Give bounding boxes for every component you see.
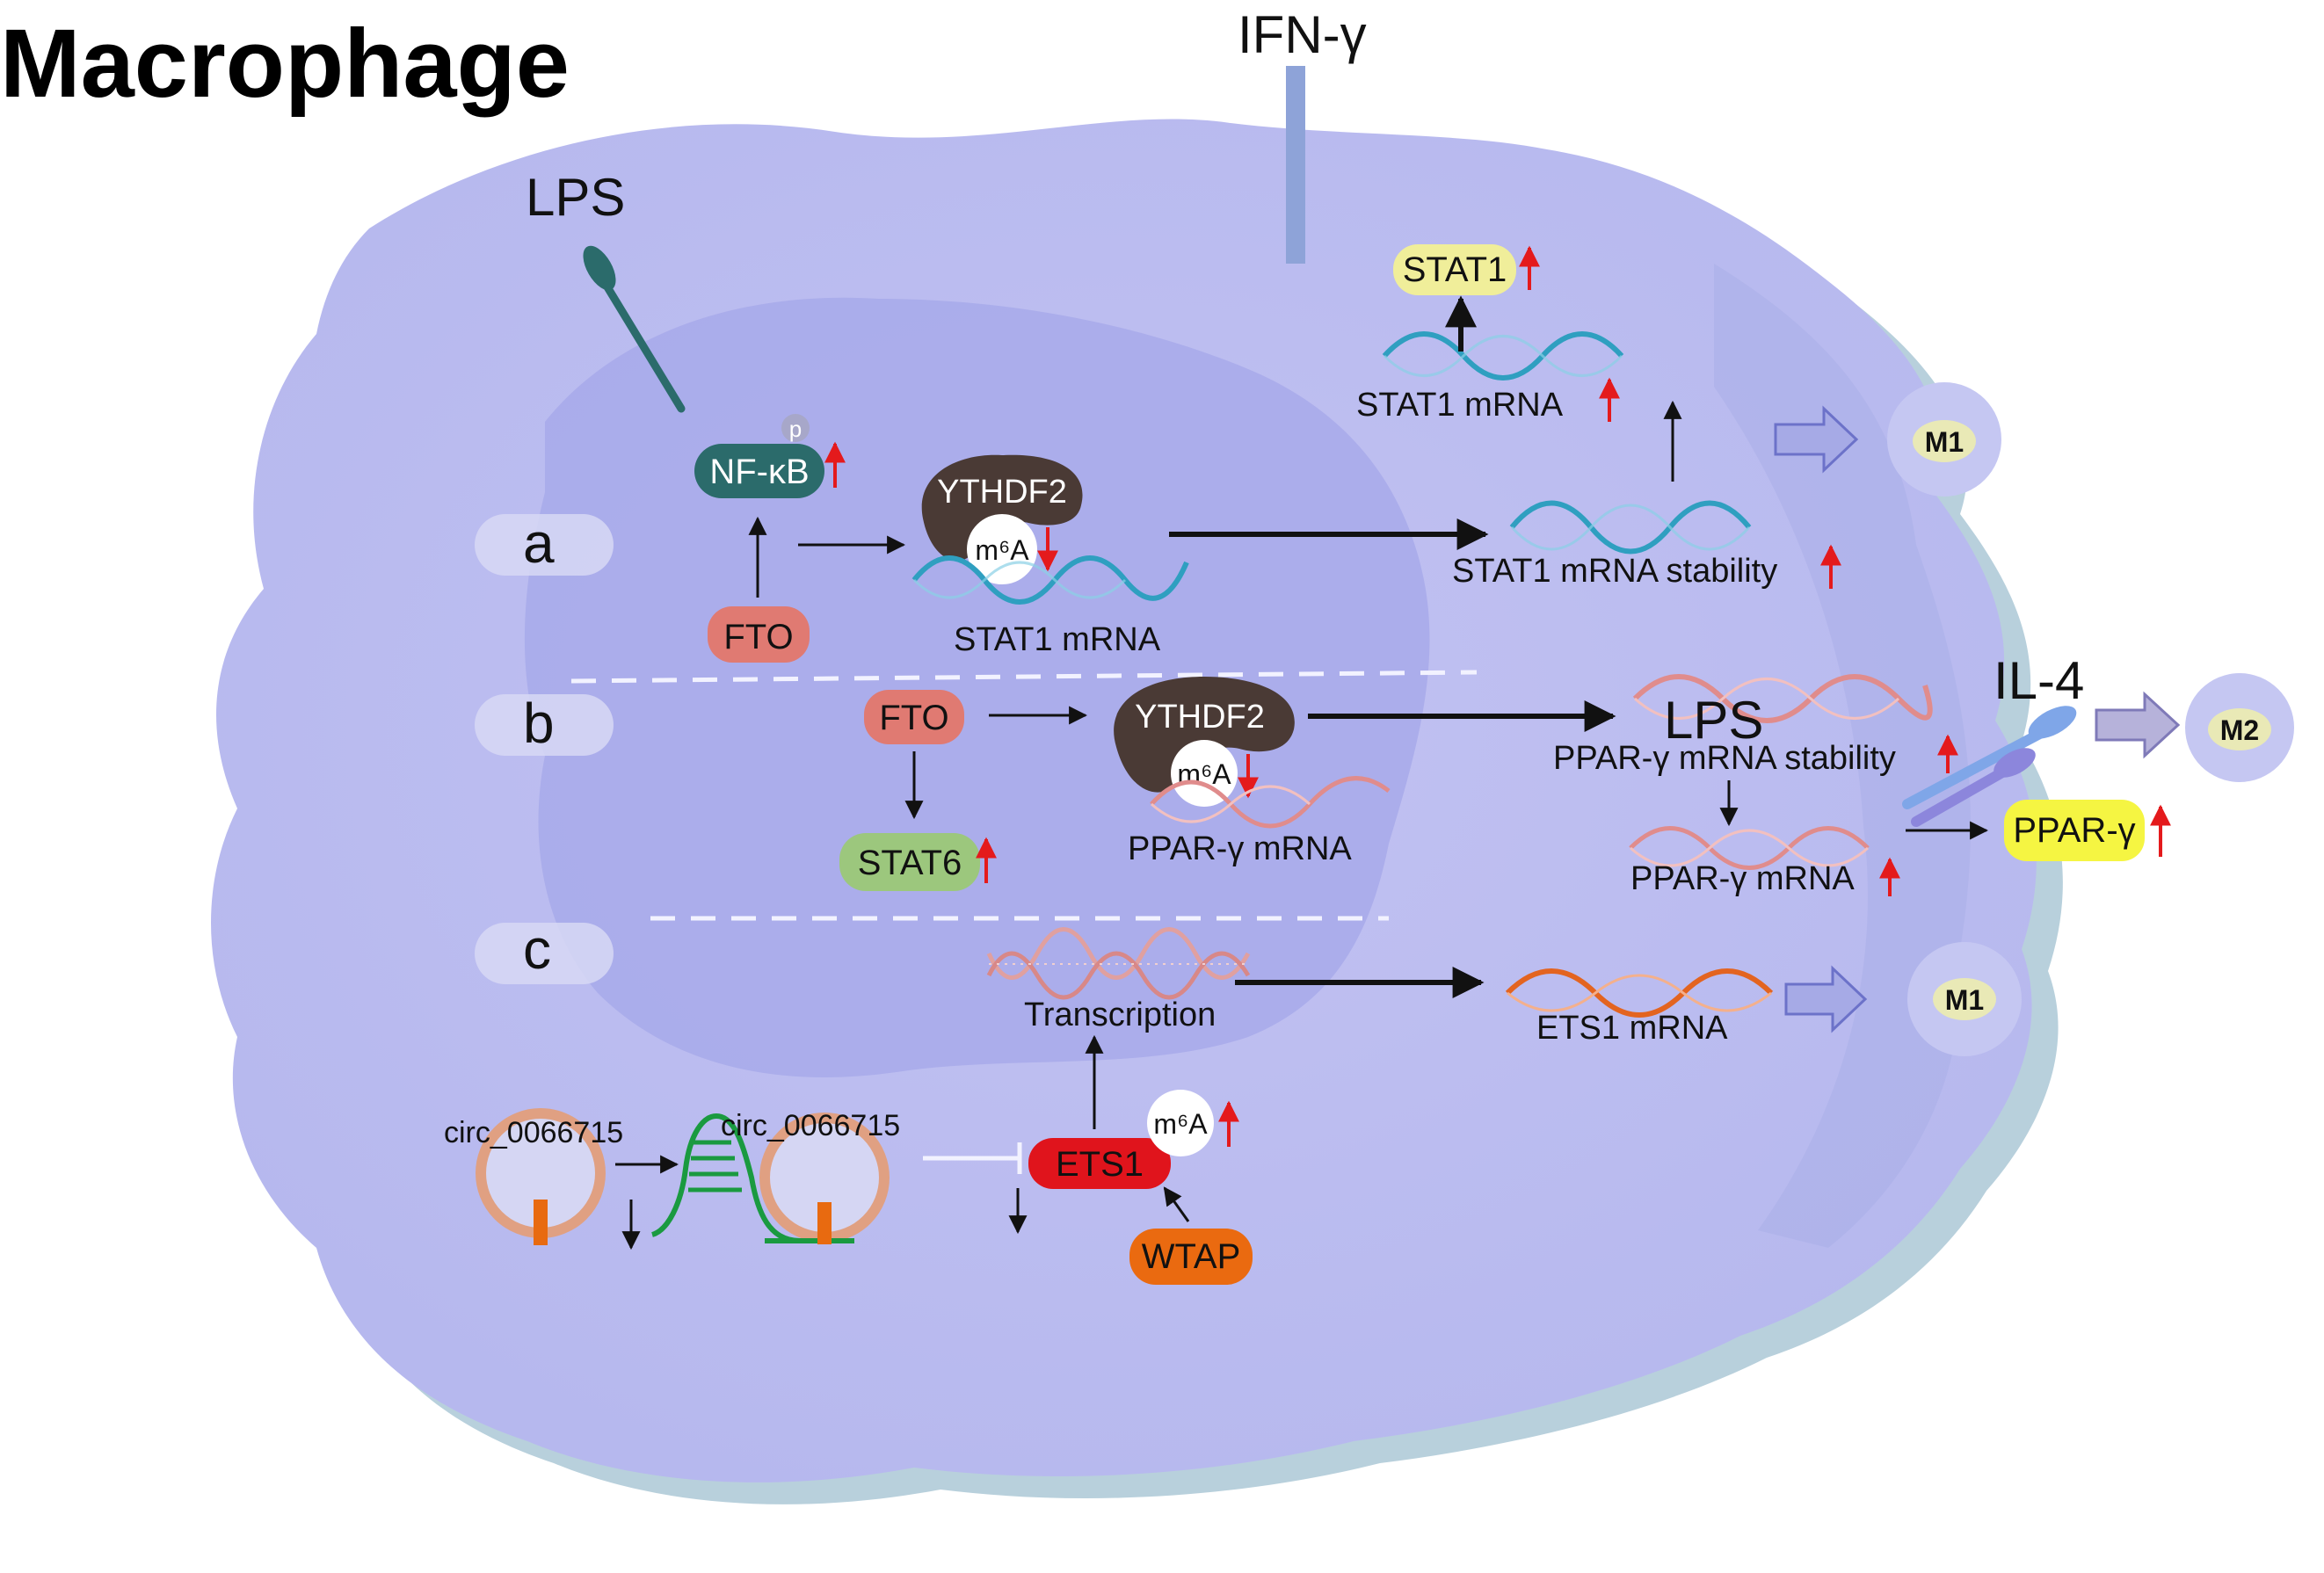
fto-a-box xyxy=(708,606,810,663)
ythdf2-b-shape xyxy=(1114,677,1295,793)
stat1-box xyxy=(1393,244,1516,295)
nfkb-box xyxy=(694,444,824,498)
pparg-box xyxy=(2004,800,2145,861)
wtap-to-ets1-arrow xyxy=(1163,1186,1190,1222)
stat1-mrna-stability-label: STAT1 mRNA stability xyxy=(1452,553,1777,590)
lps-label-top: LPS xyxy=(526,168,625,227)
pparg-mrna-right-label: PPAR-γ mRNA xyxy=(1630,860,1855,897)
il4-label: IL-4 xyxy=(1994,651,2084,710)
pparg-label: PPAR-γ xyxy=(2013,811,2135,850)
panel-b-label: b xyxy=(523,692,555,755)
stat1-mrna-top-wave xyxy=(1382,331,1624,381)
pparg-mrna-b-label: PPAR-γ mRNA xyxy=(1128,830,1352,867)
circrna-left-label: circ_0066715 xyxy=(444,1116,623,1149)
stat6-box xyxy=(839,833,980,891)
m6a-a-circle xyxy=(967,514,1037,584)
lps-label-right: LPS xyxy=(1664,691,1763,750)
m6a-c-circle xyxy=(1147,1090,1214,1156)
title: Macrophage xyxy=(0,10,570,118)
m6a-a-label: m⁶A xyxy=(975,534,1029,566)
m1-a-label: M1 xyxy=(1925,426,1964,458)
stat1-mrna-top-label: STAT1 mRNA xyxy=(1356,387,1564,424)
wtap-box xyxy=(1129,1229,1253,1285)
ifn-label: IFN-γ xyxy=(1238,5,1367,64)
rna-hairpin-icon xyxy=(650,1113,853,1243)
ets1-mrna-label: ETS1 mRNA xyxy=(1536,1010,1728,1047)
dna-double-helix-icon xyxy=(986,927,1251,1000)
circrna-right-label: circ_0066715 xyxy=(721,1109,900,1142)
panel-b-pill xyxy=(475,694,614,756)
wtap-label: WTAP xyxy=(1142,1237,1241,1276)
m1-c-label: M1 xyxy=(1945,984,1984,1016)
fto-b-label: FTO xyxy=(879,699,948,737)
m1-c-block-arrow-icon xyxy=(1784,965,1868,1033)
stat1-mrna-stability-wave xyxy=(1509,500,1752,555)
transcription-label: Transcription xyxy=(1024,997,1216,1033)
ythdf2-a-shape xyxy=(921,454,1083,562)
pparg-mrna-b-wave xyxy=(1150,776,1391,829)
separator-ab xyxy=(570,670,1478,684)
stat6-label: STAT6 xyxy=(858,844,962,882)
m1-a-block-arrow-icon xyxy=(1774,405,1859,474)
pparg-mrna-stability-label: PPAR-γ mRNA stability xyxy=(1553,740,1896,777)
ets1-box xyxy=(1028,1138,1171,1189)
ifn-receptor xyxy=(1286,66,1305,264)
stat1-mrna-a-label: STAT1 mRNA xyxy=(954,621,1161,658)
fto-b-box xyxy=(864,690,964,744)
ets1-label: ETS1 xyxy=(1056,1145,1144,1184)
cell-extension-right xyxy=(1714,264,1971,1248)
phospho-icon xyxy=(781,414,810,442)
ets1-mrna-wave xyxy=(1505,968,1774,1018)
m6a-b-circle xyxy=(1171,740,1238,807)
m2-label: M2 xyxy=(2220,714,2259,746)
lps-ligand-icon xyxy=(583,245,686,413)
panel-a-label: a xyxy=(523,511,555,575)
nfkb-label: NF-κB xyxy=(709,453,809,491)
fto-a-label: FTO xyxy=(723,618,793,656)
phospho-label: p xyxy=(789,416,802,442)
nucleus xyxy=(524,297,1430,1077)
panel-a-pill xyxy=(475,514,614,576)
m6a-c-label: m⁶A xyxy=(1153,1108,1208,1140)
pparg-mrna-right-wave xyxy=(1629,826,1870,870)
m2-block-arrow-icon xyxy=(2095,691,2181,759)
panel-c-label: c xyxy=(523,917,551,981)
panel-c-pill xyxy=(475,923,614,984)
il4-receptor-icon xyxy=(1902,706,2077,827)
ythdf2-b-label: YTHDF2 xyxy=(1135,699,1265,736)
stat1-label: STAT1 xyxy=(1403,250,1507,289)
ythdf2-a-label: YTHDF2 xyxy=(937,474,1067,511)
